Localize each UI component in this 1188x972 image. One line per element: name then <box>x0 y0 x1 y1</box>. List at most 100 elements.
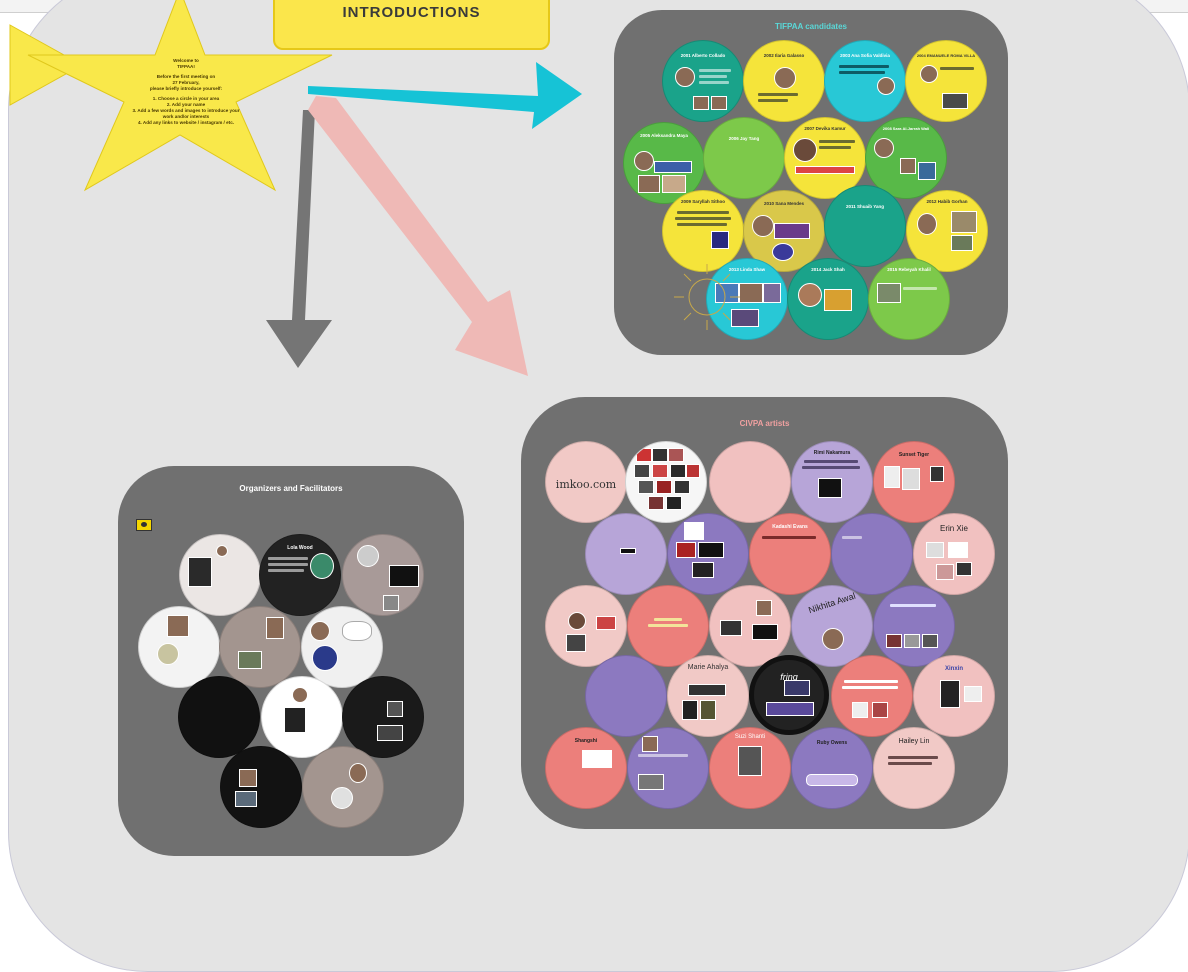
organizer-circle[interactable]: Lola Wood <box>259 534 341 616</box>
artist-circle[interactable] <box>545 585 627 667</box>
artists-panel[interactable]: CIVPA artists imkoo.com Rimi Nakamura Su… <box>521 397 1008 829</box>
organizer-circle[interactable] <box>138 606 220 688</box>
candidate-photo <box>634 151 654 171</box>
artist-circle[interactable]: Suzi Shanti <box>709 727 791 809</box>
artist-circle[interactable] <box>709 441 791 523</box>
arrow-to-organizers[interactable] <box>266 110 332 368</box>
artist-circle[interactable]: Shangshi <box>545 727 627 809</box>
artist-circle[interactable]: Sunset Tiger <box>873 441 955 523</box>
artist-circle[interactable]: imkoo.com <box>545 441 627 523</box>
artist-circle[interactable]: Marie Ahalya <box>667 655 749 737</box>
organizer-circle[interactable] <box>261 676 343 758</box>
artist-circle[interactable]: Erin Xie <box>913 513 995 595</box>
candidate-image <box>739 283 763 303</box>
organizers-panel[interactable]: Organizers and Facilitators Lola Wood <box>118 466 464 856</box>
artist-circle[interactable]: Kadashi Evans <box>749 513 831 595</box>
artist-circle[interactable]: Hailey Lin <box>873 727 955 809</box>
partial-star-shape[interactable] <box>9 24 84 106</box>
text-line <box>268 569 304 572</box>
instruction-line: 1. Choose a circle in your area <box>152 96 220 101</box>
instruction-line: TIFPAA! <box>177 64 195 69</box>
candidate-circle[interactable]: 2004 EMANUELE ROMA VILLA <box>905 40 987 122</box>
candidate-circle[interactable]: 2012 Habib Gorhan <box>906 190 988 272</box>
candidate-image <box>731 309 759 327</box>
candidate-image <box>918 162 936 180</box>
candidate-circle[interactable]: 2015 Rebeyah Khalil <box>868 258 950 340</box>
candidates-panel[interactable]: TIFPAA candidates 2001 Alberto Collado 2… <box>614 10 1008 355</box>
candidate-photo <box>920 65 938 83</box>
candidate-circle[interactable]: 2006 Jay Tang <box>703 117 785 199</box>
candidate-name: 2015 Rebeyah Khalil <box>887 267 931 272</box>
artist-circle[interactable] <box>831 655 913 737</box>
text-line <box>839 71 885 74</box>
candidate-image <box>772 243 794 261</box>
introductions-sticky-note[interactable]: INTRODUCTIONS <box>273 0 550 50</box>
artist-circle[interactable] <box>627 585 709 667</box>
artist-image <box>636 448 652 462</box>
text-line <box>268 563 308 566</box>
artist-circle[interactable]: Xinxin <box>913 655 995 737</box>
candidate-circle[interactable]: 2013 Linda Shaw <box>706 258 788 340</box>
organizer-circle[interactable] <box>220 746 302 828</box>
artist-circle[interactable] <box>873 585 955 667</box>
artist-circle[interactable]: Rimi Nakamura <box>791 441 873 523</box>
candidate-circle[interactable]: 2007 Devika Kamur <box>784 117 866 199</box>
arrow-to-artists[interactable] <box>308 96 528 376</box>
organizer-circle[interactable] <box>179 534 261 616</box>
candidate-circle[interactable]: 2003 Ana Sofia Valdivia <box>824 40 906 122</box>
artist-name: Hailey Lin <box>898 738 930 745</box>
artist-circle[interactable]: Ruby Owens <box>791 727 873 809</box>
artist-name: Suzi Shanti <box>734 734 766 740</box>
arrow-to-candidates[interactable] <box>308 62 582 129</box>
candidate-circle[interactable]: 2002 Ilaria Galasso <box>743 40 825 122</box>
candidate-name: 2005 Aleksandra Maya <box>640 133 688 138</box>
organizer-circle[interactable] <box>219 606 301 688</box>
artist-circle[interactable] <box>831 513 913 595</box>
candidate-circle[interactable]: 2014 Jack Shah <box>787 258 869 340</box>
candidate-circle[interactable]: 2005 Aleksandra Maya <box>623 122 705 204</box>
artist-name: Erin Xie <box>939 524 968 533</box>
instruction-line: 2. Add your name <box>166 102 206 107</box>
candidate-name: 2012 Habib Gorhan <box>926 199 968 204</box>
text-line <box>839 65 889 68</box>
welcome-star-shape[interactable] <box>27 0 333 192</box>
organizer-circle[interactable] <box>342 676 424 758</box>
artist-image <box>806 774 858 786</box>
organizer-image <box>157 643 179 665</box>
organizer-circle[interactable] <box>301 606 383 688</box>
candidate-circle[interactable]: 2001 Alberto Collado <box>662 40 744 122</box>
artist-circle[interactable] <box>627 727 709 809</box>
organizer-image <box>387 701 403 717</box>
candidate-circle[interactable]: 2011 Shuaib Yang <box>824 185 906 267</box>
organizer-circle[interactable] <box>342 534 424 616</box>
organizer-circle[interactable] <box>302 746 384 828</box>
artist-image <box>582 750 612 768</box>
artist-circle[interactable] <box>709 585 791 667</box>
candidate-circle[interactable]: 2010 Sana Mendes <box>743 190 825 272</box>
text-line <box>888 756 938 759</box>
text-line <box>699 69 731 72</box>
artist-image <box>596 616 616 630</box>
artist-circle[interactable] <box>585 513 667 595</box>
artist-circle[interactable] <box>625 441 707 523</box>
artist-name: Xinxin <box>944 666 963 672</box>
artist-image <box>948 542 968 558</box>
artist-circle[interactable] <box>585 655 667 737</box>
text-line <box>677 223 727 226</box>
artist-image <box>668 448 684 462</box>
artist-image <box>926 542 944 558</box>
candidate-name: 2003 Ana Sofia Valdivia <box>840 53 890 58</box>
candidate-image <box>795 166 855 174</box>
artist-name: Rimi Nakamura <box>813 450 851 456</box>
artist-circle[interactable] <box>667 513 749 595</box>
artist-image <box>784 680 810 696</box>
candidate-circle[interactable]: 2008 Sara Al-Jarrah Wali <box>865 117 947 199</box>
candidate-image <box>662 175 686 193</box>
candidate-image <box>942 93 968 109</box>
artist-photo <box>642 736 658 752</box>
artist-circle[interactable]: fring <box>749 655 829 735</box>
artist-circle[interactable]: Nikhita Awal <box>791 585 873 667</box>
organizer-photo <box>349 763 367 783</box>
organizer-circle[interactable] <box>178 676 260 758</box>
candidate-name: 2011 Shuaib Yang <box>846 204 884 209</box>
